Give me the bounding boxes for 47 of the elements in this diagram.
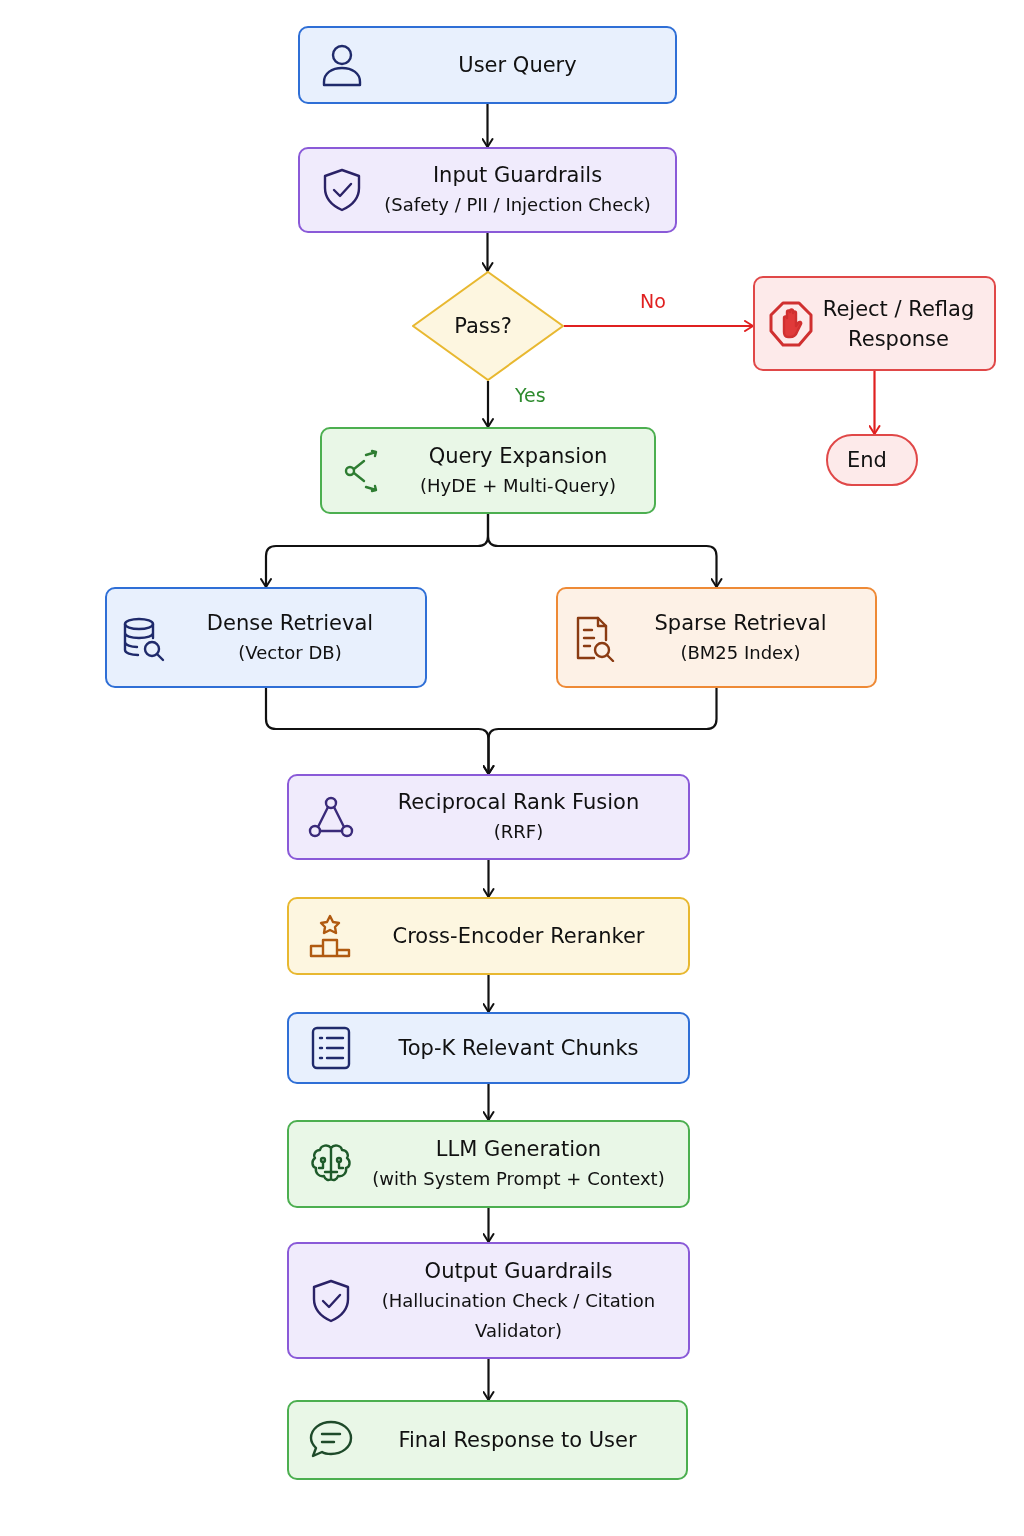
arrow: [482, 860, 495, 898]
process-box: [105, 587, 427, 688]
process-box: [556, 587, 877, 688]
arrow: [482, 1208, 495, 1243]
node-title: Final Response to User: [398, 1427, 637, 1454]
decision-diamond: [412, 271, 564, 381]
arrow: [482, 688, 718, 775]
node-subtitle: (Hallucination Check / Citation Validator): [380, 1288, 657, 1343]
node-title: Query Expansion: [428, 442, 608, 470]
terminal-pill: [826, 434, 918, 486]
process-box: [287, 1242, 690, 1359]
node-title: LLM Generation: [435, 1136, 602, 1163]
arrow: [482, 1084, 495, 1121]
node-title: Input Guardrails: [432, 162, 603, 189]
arrow: [481, 233, 494, 272]
arrow: [564, 320, 754, 332]
arrow: [482, 975, 495, 1013]
process-box: [287, 897, 690, 975]
arrow: [482, 381, 494, 428]
node-title: Reject / Reflag Response: [821, 295, 976, 353]
node-title: Reciprocal Rank Fusion: [397, 789, 640, 816]
process-box: [287, 1012, 690, 1084]
node-title: Sparse Retrieval: [654, 609, 827, 637]
node-subtitle: (BM25 Index): [680, 640, 801, 665]
node-subtitle: (RRF): [493, 820, 544, 844]
node-subtitle: (Safety / PII / Injection Check): [384, 193, 651, 217]
node-title: Pass?: [454, 313, 512, 340]
arrow: [482, 1359, 495, 1401]
node-subtitle: (HyDE + Multi-Query): [420, 473, 616, 498]
node-title: End: [847, 447, 887, 474]
process-box: [287, 774, 690, 860]
node-subtitle: (Vector DB): [238, 640, 342, 665]
process-box: [287, 1400, 688, 1480]
node-subtitle: (with System Prompt + Context): [372, 1167, 665, 1191]
node-title: Cross-Encoder Reranker: [392, 923, 645, 950]
node-title: Output Guardrails: [424, 1257, 613, 1285]
node-title: User Query: [458, 52, 577, 79]
node-title: Dense Retrieval: [206, 609, 374, 637]
arrow: [481, 104, 494, 148]
arrow: [486, 514, 723, 588]
process-box: [298, 147, 677, 233]
process-box: [298, 26, 677, 104]
node-title: Top-K Relevant Chunks: [398, 1035, 639, 1062]
arrow: [868, 371, 881, 435]
process-box: [287, 1120, 690, 1208]
process-box: [320, 427, 656, 514]
process-box: [753, 276, 996, 371]
